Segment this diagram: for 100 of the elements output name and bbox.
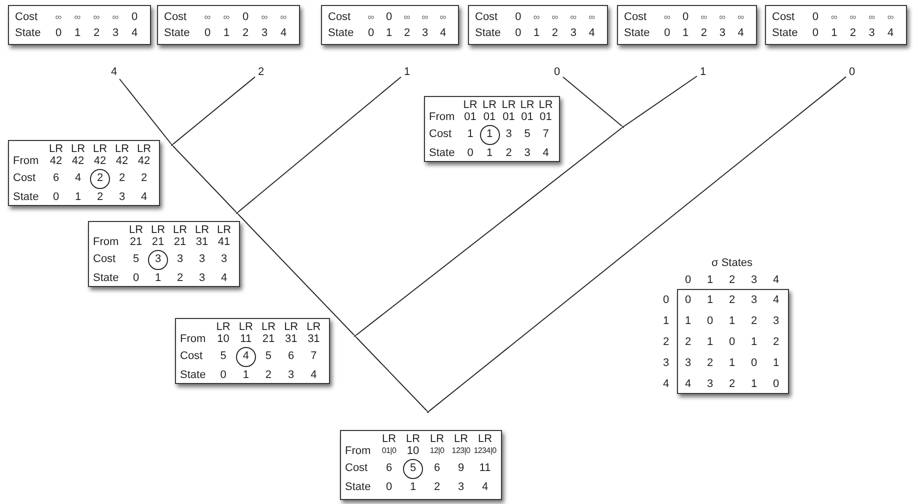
table-value: 42 <box>70 156 86 166</box>
row-label: Cost <box>475 12 499 22</box>
row-label: State <box>180 370 207 380</box>
column-label: LR <box>306 322 322 333</box>
table-title: σ States <box>710 257 754 269</box>
table-value: 5 <box>219 351 228 362</box>
row-label: State <box>624 28 651 38</box>
table-value: ∞ <box>588 12 596 22</box>
table-value: 42 <box>136 156 152 166</box>
table-value: 9 <box>456 463 466 474</box>
table-value: 0 <box>130 12 139 22</box>
table-value: 6 <box>432 463 442 474</box>
table-value: 3 <box>287 370 296 380</box>
column-label: LR <box>260 322 277 333</box>
table-value: 4 <box>74 173 82 184</box>
table-value: ∞ <box>438 12 448 22</box>
cost-table <box>157 5 300 45</box>
table-value: 01|0 <box>380 447 398 455</box>
leaf-label: 4 <box>108 65 120 79</box>
column-label: LR <box>70 144 86 155</box>
row-label: State <box>328 28 355 38</box>
table-value: 4 <box>542 148 550 158</box>
table-value: 2 <box>176 272 184 284</box>
table-value: 2 <box>96 192 104 202</box>
table-value: 3 <box>504 129 513 140</box>
table-value: 3 <box>198 272 206 284</box>
column-label: 3 <box>750 274 758 286</box>
table-value: 10 <box>216 334 230 344</box>
table-value: 0 <box>514 12 522 22</box>
row-label: State <box>13 192 40 202</box>
table-value: 6 <box>52 173 60 184</box>
table-value: 3 <box>220 254 228 265</box>
leaf-label: 2 <box>255 65 267 79</box>
tree-branch <box>562 76 622 127</box>
column-label: LR <box>150 225 166 236</box>
table-value: 4 <box>684 378 692 390</box>
table-value: 2 <box>728 378 736 390</box>
circled-value: 4 <box>236 346 256 366</box>
table-value: 3 <box>750 294 758 306</box>
table-value: 0 <box>384 12 394 22</box>
table-value: 31 <box>306 334 321 344</box>
tree-branch <box>624 76 698 127</box>
table-value: 3 <box>111 28 120 38</box>
table-value: 7 <box>310 351 318 362</box>
cost-table <box>321 5 459 45</box>
table-value: 1 <box>384 28 394 38</box>
row-label: Cost <box>624 12 648 22</box>
column-label: LR <box>452 434 470 445</box>
table-value: 3 <box>118 192 126 202</box>
table-value: ∞ <box>830 12 838 22</box>
table-value: 4 <box>480 482 490 492</box>
table-value: 31 <box>284 334 298 344</box>
table-value: 2 <box>550 28 560 38</box>
table-value: 2 <box>264 370 273 380</box>
column-label: LR <box>136 144 152 155</box>
row-label: 4 <box>662 378 670 390</box>
table-value: ∞ <box>203 12 212 22</box>
column-label: LR <box>538 100 554 111</box>
table-value: 1 <box>154 272 162 284</box>
table-value: 1 <box>222 28 231 38</box>
column-label: LR <box>481 100 498 111</box>
row-label: State <box>772 28 799 38</box>
table-value: 1 <box>706 294 714 306</box>
table-value: 1 <box>74 192 82 202</box>
table-value: 0 <box>750 356 758 368</box>
column-label: 2 <box>728 274 736 286</box>
table-value: 0 <box>241 12 250 22</box>
table-value: 2 <box>772 336 780 348</box>
table-value: 1 <box>750 336 758 348</box>
table-value: ∞ <box>260 12 269 22</box>
table-value: 01 <box>538 112 553 122</box>
table-value: 01 <box>482 112 497 122</box>
table-value: 1 <box>485 148 494 158</box>
leaf-label: 0 <box>846 65 858 79</box>
table-value: 2 <box>92 28 101 38</box>
table-value: 0 <box>366 28 376 38</box>
table-value: ∞ <box>569 12 578 22</box>
row-label: From <box>13 156 40 166</box>
row-label: State <box>15 28 42 38</box>
table-value: 2 <box>706 356 714 368</box>
table-value: 2 <box>728 294 736 306</box>
row-label: 1 <box>662 314 670 326</box>
table-value: 1 <box>772 356 780 368</box>
row-label: From <box>93 236 120 248</box>
table-value: 3 <box>706 378 714 390</box>
table-value: 41 <box>216 236 232 248</box>
table-value: 3 <box>456 482 466 492</box>
table-value: 1 <box>750 378 758 390</box>
table-value: ∞ <box>279 12 288 22</box>
table-value: 3 <box>868 28 876 38</box>
row-label: Cost <box>93 254 117 265</box>
circled-value: 2 <box>90 168 110 188</box>
table-value: 0 <box>706 314 714 326</box>
table-value: 0 <box>466 148 474 158</box>
row-label: From <box>345 446 372 456</box>
table-value: 0 <box>772 378 780 390</box>
cost-table <box>8 140 160 206</box>
table-value: 3 <box>523 148 532 158</box>
table-value: 4 <box>772 294 780 306</box>
row-label: From <box>429 112 456 122</box>
